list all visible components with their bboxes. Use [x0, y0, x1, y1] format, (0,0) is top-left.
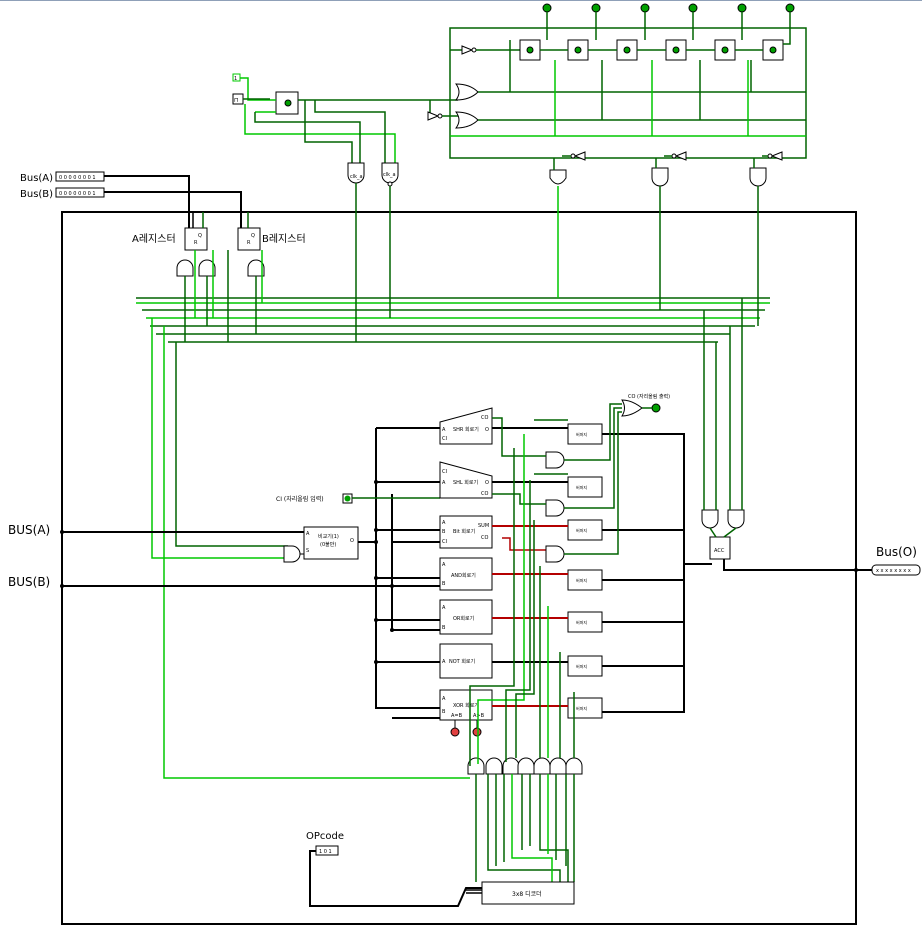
svg-text:버퍼지: 버퍼지: [576, 619, 587, 625]
acc-label: ACC: [714, 548, 725, 554]
svg-text:Q: Q: [251, 233, 255, 239]
sequencer-leds: [542, 3, 795, 13]
add-label: Bit 회로기: [453, 528, 475, 535]
xor-label: XOR 회로기: [453, 702, 479, 709]
svg-text:R: R: [194, 240, 198, 246]
svg-text:A: A: [442, 696, 446, 702]
svg-text:버퍼지: 버퍼지: [576, 577, 587, 583]
carry-logic: CO (자리올림 출력): [492, 393, 670, 563]
svg-text:B: B: [442, 529, 446, 535]
not-label: NOT 회로기: [449, 658, 475, 665]
svg-text:CI: CI: [442, 436, 447, 442]
svg-text:O: O: [485, 427, 489, 433]
svg-text:CO: CO: [481, 535, 488, 541]
register-b-label: B레지스터: [262, 233, 306, 245]
svg-text:버퍼지: 버퍼지: [576, 484, 587, 490]
ci-input[interactable]: CI (자리올림 입력): [276, 493, 440, 504]
register-b: Q R B레지스터: [237, 227, 306, 251]
clk-gate-2: clk_a: [383, 172, 396, 178]
decoder-label: 3x8 디코더: [512, 890, 542, 898]
svg-text:비교기(1): 비교기(1): [318, 533, 339, 540]
bus-b-label: Bus(B): [20, 189, 53, 200]
svg-text:A: A: [306, 531, 310, 537]
bus-a-input[interactable]: Bus(A) 0 0 0 0 0 0 0 1: [20, 171, 105, 184]
svg-text:A: A: [442, 562, 446, 568]
svg-text:R: R: [247, 240, 251, 246]
svg-text:CO: CO: [481, 415, 488, 421]
svg-text:A>B: A>B: [473, 713, 485, 719]
bus-b-left-label: BUS(B): [8, 575, 50, 589]
svg-text:버퍼지: 버퍼지: [576, 705, 587, 711]
decoder-and-gates: [467, 757, 583, 775]
svg-text:A: A: [442, 605, 446, 611]
comparator: 비교기(1) (0불만) A S O: [283, 526, 376, 563]
clock-section: 1 ⊓ clk_a clk_a: [232, 73, 430, 342]
svg-text:SUM: SUM: [478, 523, 489, 529]
shr-label: SHR 회로기: [453, 426, 479, 433]
svg-text:B: B: [442, 581, 446, 587]
bus-b-value: 0 0 0 0 0 0 0 1: [59, 191, 96, 197]
outer-frame: [61, 211, 857, 925]
left-feeder-wires: [151, 318, 470, 779]
register-wires: [184, 212, 263, 342]
svg-text:O: O: [350, 538, 354, 544]
svg-text:버퍼지: 버퍼지: [576, 663, 587, 669]
svg-text:버퍼지: 버퍼지: [576, 527, 587, 533]
svg-text:B: B: [442, 709, 446, 715]
opcode-label: OPcode: [306, 831, 344, 842]
svg-text:CI: CI: [442, 469, 447, 475]
svg-text:S: S: [306, 548, 309, 554]
window-top-border: [0, 0, 922, 1]
opcode-value: 1 0 1: [319, 849, 332, 855]
clock-glyph: ⊓: [234, 97, 239, 104]
bus-output-value: x x x x x x x x: [876, 568, 911, 574]
svg-text:B: B: [442, 625, 446, 631]
control-bus: [136, 297, 770, 343]
register-and-gates: [176, 259, 265, 277]
svg-text:Q: Q: [198, 233, 202, 239]
svg-text:A=B: A=B: [451, 713, 463, 719]
svg-text:(0불만): (0불만): [320, 541, 336, 548]
svg-text:A: A: [442, 427, 446, 433]
acc-register: ACC: [701, 298, 856, 571]
svg-text:버퍼지: 버퍼지: [576, 431, 587, 437]
bus-a-label: Bus(A): [20, 173, 53, 184]
decoder-wires: [469, 419, 575, 882]
clk-gate-1: clk_a: [350, 174, 363, 180]
svg-text:CO: CO: [481, 491, 488, 497]
svg-text:CI: CI: [442, 539, 447, 545]
and-label: AND회로기: [451, 572, 476, 579]
alu-units: SHR 회로기 A CI CO O SHL 회로기 CI A O CO Bit …: [439, 407, 493, 737]
decoder: 3x8 디코더: [481, 881, 575, 905]
bus-a-left-label: BUS(A): [8, 523, 50, 537]
sequencer: [427, 3, 807, 326]
bus-output-label: Bus(O): [876, 545, 917, 559]
svg-text:A: A: [442, 659, 446, 665]
bus-b-input[interactable]: Bus(B) 0 0 0 0 0 0 0 1: [20, 187, 105, 200]
svg-text:A: A: [442, 520, 446, 526]
input-bus-wires: [104, 175, 242, 228]
register-a-label: A레지스터: [132, 233, 176, 245]
output-buffers: [567, 423, 603, 719]
bus-a-value: 0 0 0 0 0 0 0 1: [59, 175, 96, 181]
svg-text:CI (자리올림 입력): CI (자리올림 입력): [276, 495, 324, 503]
or-label: OR회로기: [453, 615, 474, 622]
svg-text:O: O: [485, 480, 489, 486]
register-a: Q R A레지스터: [132, 227, 208, 251]
svg-text:A: A: [442, 480, 446, 486]
shl-label: SHL 회로기: [453, 479, 478, 486]
bus-a-left: BUS(A): [8, 523, 304, 537]
const-one: 1: [234, 76, 237, 82]
bus-output: Bus(O) x x x x x x x x: [854, 545, 921, 576]
alu-input-buses: [375, 427, 440, 719]
opcode-input[interactable]: OPcode 1 0 1: [306, 831, 482, 907]
co-label: CO (자리올림 출력): [628, 393, 670, 400]
